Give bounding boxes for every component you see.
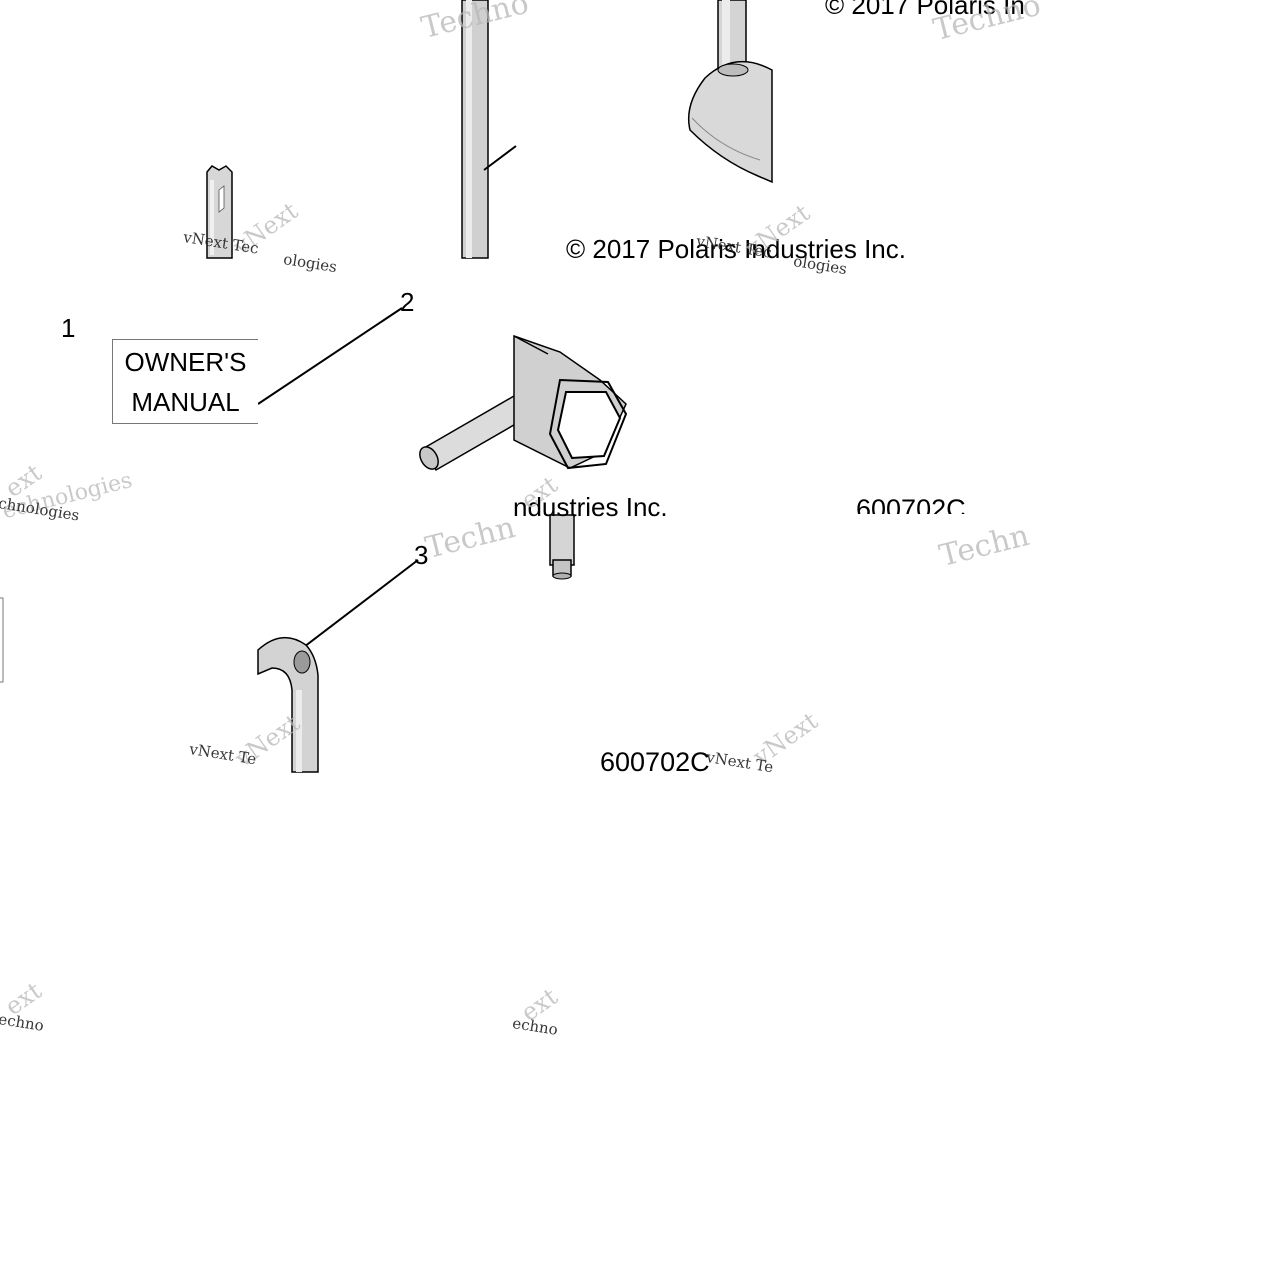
owners-manual-line2: MANUAL	[131, 386, 240, 417]
figure-code-partial: 600702C	[856, 496, 966, 514]
leader-line-2	[257, 307, 403, 405]
extension-rod-top	[461, 0, 517, 259]
copyright-middle: © 2017 Polaris Industries Inc.	[566, 234, 906, 264]
copyright-lower: ndustries Inc.	[513, 492, 668, 522]
callout-label-3: 3	[414, 540, 429, 570]
left-edge-frame	[0, 597, 4, 683]
figure-code-main: 600702C	[600, 747, 710, 777]
owners-manual-box: OWNER'S MANUAL	[112, 339, 258, 424]
torx-bit	[206, 165, 233, 259]
callout-label-1: 1	[61, 313, 76, 343]
owners-manual-line1: OWNER'S	[124, 346, 247, 377]
pin-tool	[549, 514, 575, 580]
t-handle-socket	[687, 0, 773, 184]
leader-line-3	[299, 559, 419, 651]
spark-plug-wrench	[419, 334, 628, 472]
hex-key	[257, 636, 319, 773]
callout-label-2: 2	[400, 287, 415, 317]
copyright-top-right: © 2017 Polaris In	[825, 0, 1025, 20]
